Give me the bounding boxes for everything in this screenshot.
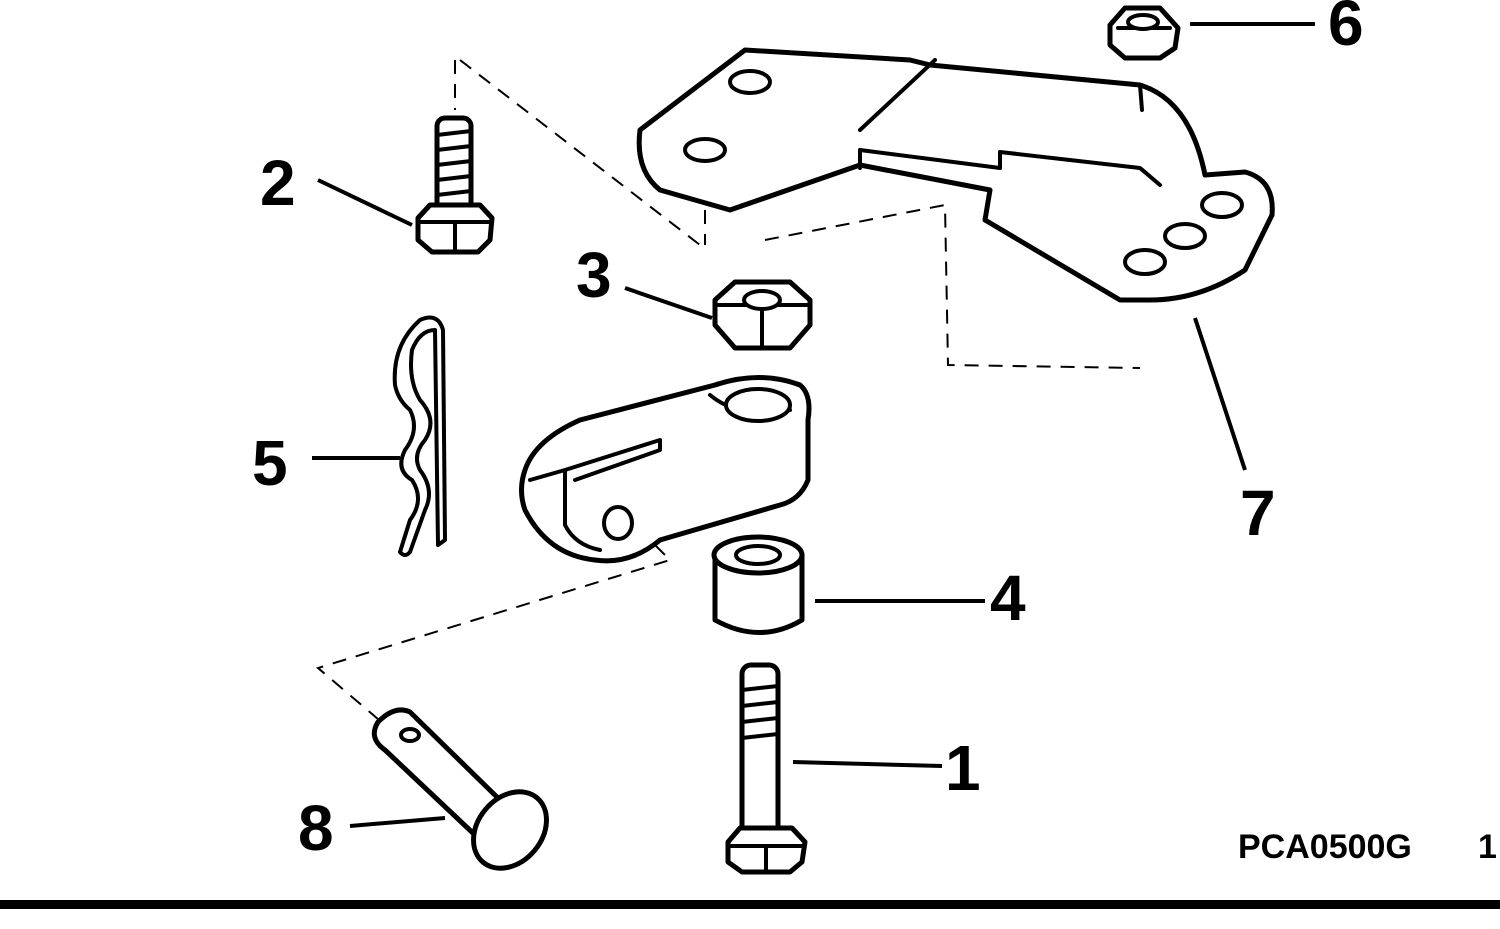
- callout-1: 1: [945, 732, 981, 804]
- figure-number: 1: [1478, 828, 1497, 866]
- cap-screw-short: [415, 115, 495, 255]
- figure-code: PCA0500G: [1238, 828, 1412, 866]
- callout-5: 5: [252, 427, 288, 499]
- hair-pin-cotter: [392, 315, 447, 557]
- bushing: [711, 534, 805, 635]
- callout-6: 6: [1328, 0, 1364, 59]
- callout-7: 7: [1240, 477, 1276, 549]
- callout-4: 4: [990, 562, 1026, 634]
- callout-8: 8: [298, 792, 334, 864]
- bracket-plate: [636, 47, 1275, 303]
- leader-lines: [312, 22, 1315, 828]
- callout-3: 3: [576, 239, 612, 311]
- clevis-pin: [371, 707, 549, 871]
- hex-nut: [712, 279, 813, 351]
- bottom-rule: [0, 900, 1500, 909]
- alignment-lines: [315, 59, 1141, 726]
- callout-2: 2: [260, 147, 296, 219]
- clevis-yoke: [519, 375, 812, 564]
- cap-screw-long: [725, 662, 808, 875]
- lock-nut-top: [1107, 5, 1181, 61]
